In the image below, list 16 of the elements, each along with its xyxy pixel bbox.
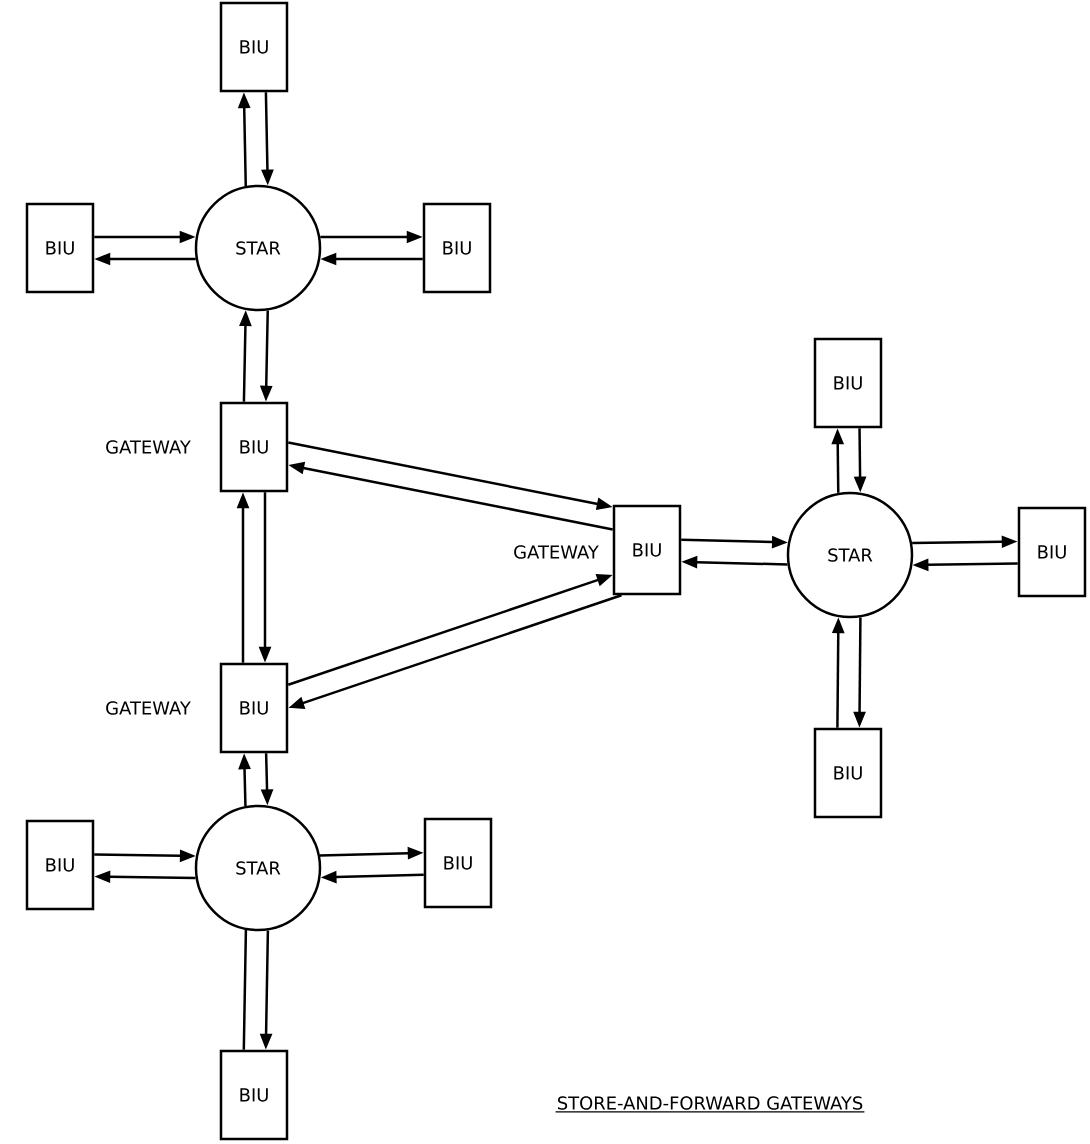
biu-box: BIU [813, 337, 883, 429]
biu-box: BIU [422, 202, 492, 294]
biu-box: BIU [1017, 506, 1087, 598]
biu-box: BIU [219, 1, 289, 93]
biu-box: BIU [813, 727, 883, 819]
biu-box: BIU [219, 662, 289, 754]
biu-box: BIU [219, 401, 289, 493]
biu-box: BIU [612, 504, 682, 596]
biu-box: BIU [25, 202, 95, 294]
biu-box: BIU [219, 1049, 289, 1141]
biu-box: BIU [423, 817, 493, 909]
gateway-label: GATEWAY [106, 440, 191, 454]
caption: STORE-AND-FORWARD GATEWAYS [555, 1096, 865, 1113]
gateway-label: GATEWAY [514, 545, 599, 559]
gateway-label: GATEWAY [106, 701, 191, 715]
biu-box: BIU [25, 819, 95, 911]
